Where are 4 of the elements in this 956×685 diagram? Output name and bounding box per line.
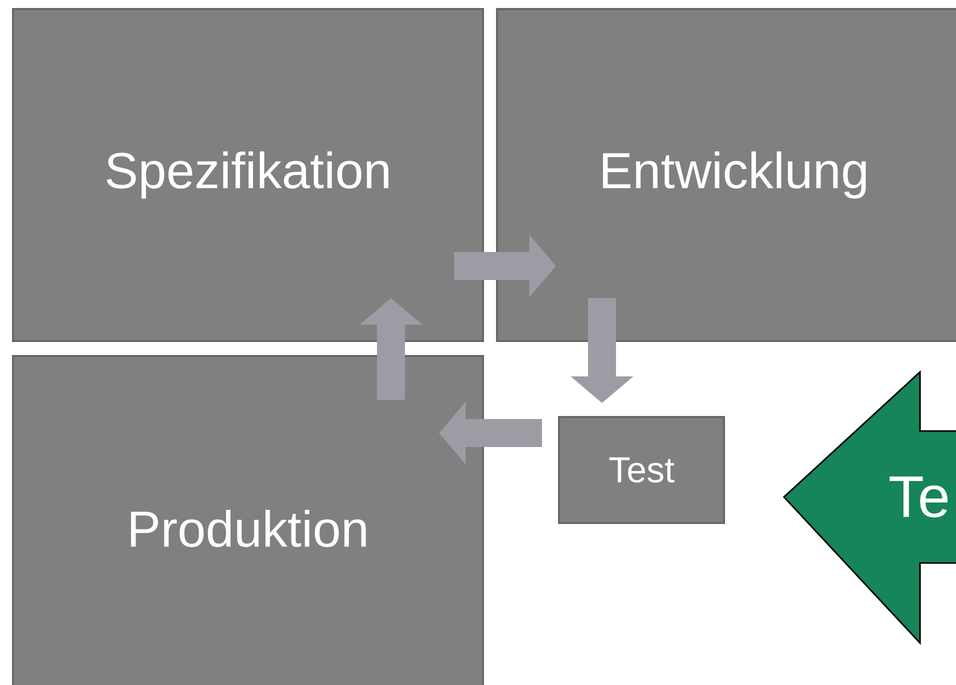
process-box: Test: [558, 416, 725, 524]
process-box: Entwicklung: [496, 8, 956, 342]
process-box: Produktion: [12, 355, 484, 685]
process-box: Spezifikation: [12, 8, 484, 342]
